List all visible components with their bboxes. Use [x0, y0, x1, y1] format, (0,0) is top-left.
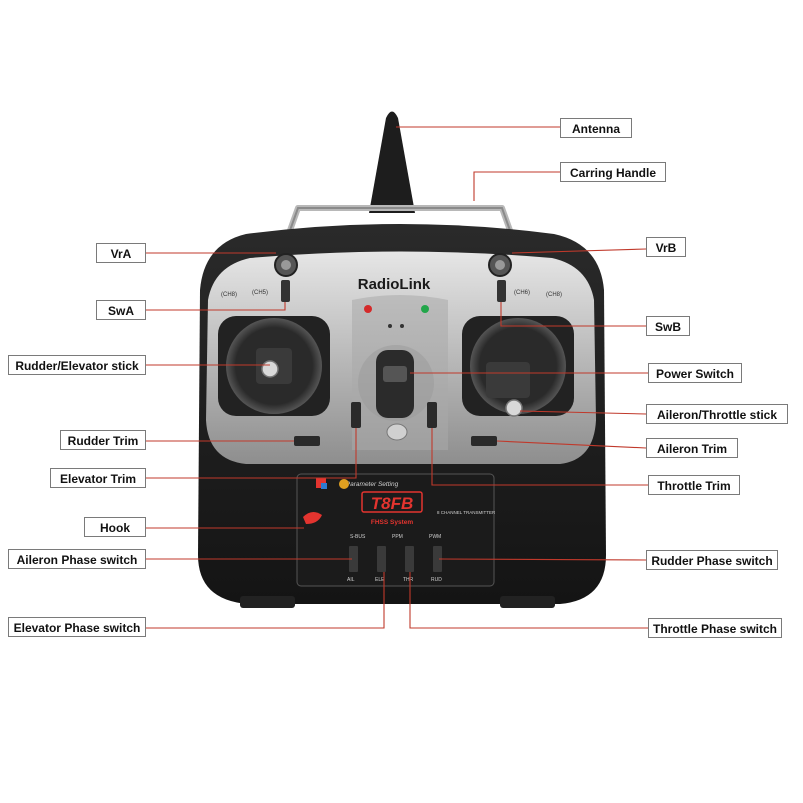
- red-led: [364, 305, 372, 313]
- swa-switch: [281, 280, 290, 302]
- vr-left-mark: (CH8): [221, 292, 237, 298]
- label-rudder-elevator-stick: Rudder/Elevator stick: [8, 355, 146, 375]
- leader-rudder-phase: [438, 558, 647, 561]
- label-elevator-trim: Elevator Trim: [50, 468, 146, 488]
- aileron-trim: [471, 436, 497, 446]
- hook: [303, 511, 322, 524]
- elevator-phase-switch: [377, 546, 386, 572]
- leader-aileron-throttle: [519, 410, 647, 415]
- label-vra: VrA: [96, 243, 146, 263]
- label-aileron-throttle-stick: Aileron/Throttle stick: [646, 404, 788, 424]
- label-swa: SwA: [96, 300, 146, 320]
- switch-label-2: ELE: [375, 577, 385, 583]
- label-elevator-phase-switch: Elevator Phase switch: [8, 617, 146, 637]
- leader-aileron-trim: [496, 440, 647, 449]
- label-rudder-phase-switch: Rudder Phase switch: [646, 550, 778, 570]
- switch-label-3: THR: [403, 577, 414, 583]
- mode-label-1: S-BUS: [350, 534, 366, 540]
- label-throttle-phase-switch: Throttle Phase switch: [648, 618, 782, 638]
- rudder-elevator-stick-tip: [261, 360, 279, 378]
- throttle-trim: [427, 402, 437, 428]
- ch-left-mark: (CH5): [252, 290, 268, 296]
- leader-swb: [500, 302, 646, 327]
- antenna: [369, 111, 415, 213]
- label-carring-handle: Carring Handle: [560, 162, 666, 182]
- panel-header: Parameter Setting: [346, 481, 399, 488]
- leader-elevator-trim: [146, 428, 357, 479]
- label-power-switch: Power Switch: [648, 363, 742, 383]
- rudder-phase-switch: [433, 546, 442, 572]
- leader-throttle-trim: [431, 428, 648, 486]
- brand-logo-text: RadioLink: [358, 276, 431, 293]
- leader-handle: [473, 171, 560, 201]
- label-antenna: Antenna: [560, 118, 632, 138]
- mode-label-2: PPM: [392, 534, 403, 540]
- rudder-trim: [294, 436, 320, 446]
- ch-right-mark: (CH6): [514, 290, 530, 296]
- label-aileron-phase-switch: Aileron Phase switch: [8, 549, 146, 569]
- label-throttle-trim: Throttle Trim: [648, 475, 740, 495]
- mode-label-3: PWM: [429, 534, 441, 540]
- label-hook: Hook: [84, 517, 146, 537]
- leader-elevator-phase: [146, 572, 385, 629]
- parameter-panel: [296, 473, 495, 587]
- green-led: [421, 305, 429, 313]
- label-swb: SwB: [646, 316, 690, 336]
- switch-label-4: RUD: [431, 577, 442, 583]
- aileron-phase-switch: [349, 546, 358, 572]
- panel-system: FHSS System: [371, 519, 413, 526]
- swb-switch: [497, 280, 506, 302]
- power-switch: [376, 350, 414, 418]
- label-aileron-trim: Aileron Trim: [646, 438, 738, 458]
- label-vrb: VrB: [646, 237, 686, 257]
- aileron-throttle-stick-tip: [505, 399, 523, 417]
- panel-channel: 8 CHANNEL TRANSMITTER: [437, 510, 496, 515]
- leader-vrb: [511, 248, 647, 254]
- leader-swa: [146, 302, 286, 311]
- switch-label-1: AIL: [347, 577, 355, 583]
- label-rudder-trim: Rudder Trim: [60, 430, 146, 450]
- throttle-phase-switch: [405, 546, 414, 572]
- vr-right-mark: (CH8): [546, 292, 562, 298]
- model-name: T8FB: [371, 494, 414, 513]
- leader-throttle-phase: [409, 572, 648, 629]
- elevator-trim: [351, 402, 361, 428]
